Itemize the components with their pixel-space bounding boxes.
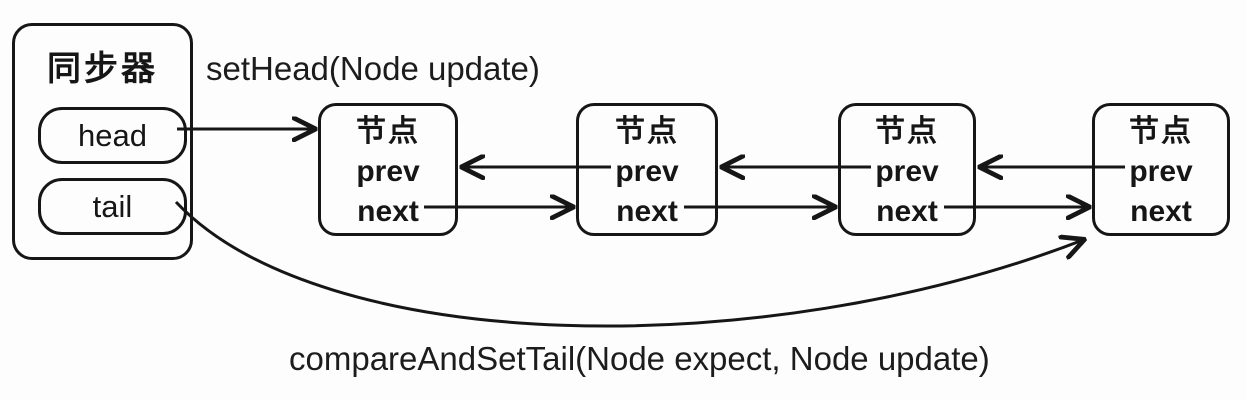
set-head-method-label: setHead(Node update)	[206, 50, 540, 87]
node-next-field: next	[616, 195, 678, 228]
node-next-field: next	[357, 195, 419, 228]
queue-node-3: 节点 prev next	[838, 103, 976, 236]
node-prev-field: prev	[875, 155, 939, 188]
node-next-field: next	[1130, 195, 1192, 228]
node-prev-field: prev	[615, 155, 679, 188]
tail-label: tail	[92, 188, 133, 224]
queue-node-1: 节点 prev next	[318, 103, 458, 236]
queue-node-2: 节点 prev next	[576, 103, 718, 236]
node-title: 节点	[356, 115, 420, 148]
synchronizer-title: 同步器	[47, 50, 158, 88]
node-title: 节点	[1129, 115, 1193, 148]
head-label: head	[78, 117, 147, 153]
tail-pointer-box: tail	[38, 178, 187, 235]
node-prev-field: prev	[1129, 155, 1193, 188]
node-next-field: next	[876, 195, 938, 228]
compare-and-set-tail-method-label: compareAndSetTail(Node expect, Node upda…	[289, 340, 990, 377]
synchronizer-box: 同步器 head tail	[12, 23, 193, 260]
head-pointer-box: head	[38, 107, 187, 164]
node-prev-field: prev	[356, 155, 420, 188]
node-title: 节点	[615, 115, 679, 148]
node-title: 节点	[875, 115, 939, 148]
queue-node-4: 节点 prev next	[1092, 103, 1230, 236]
